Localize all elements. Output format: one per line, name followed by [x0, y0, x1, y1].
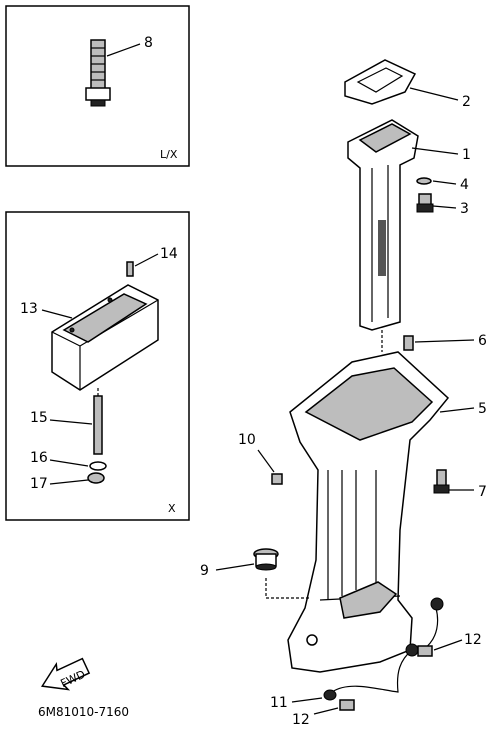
part-8-grease-nipple [85, 39, 111, 107]
callout-16: 16 [30, 450, 48, 466]
part-code: 6M81010-7160 [38, 705, 129, 719]
part-15-stud-bolt [93, 395, 103, 455]
inset-box-x: 14 13 15 16 17 X [5, 211, 190, 521]
inset-box-lx: 8 L/X [5, 5, 190, 167]
part-1-exhaust-guide [347, 119, 419, 331]
part-5-upper-casing [287, 351, 450, 673]
callout-1: 1 [462, 147, 471, 163]
callout-17: 17 [30, 476, 48, 492]
callout-6: 6 [478, 333, 487, 349]
ground-lead-wire [331, 597, 444, 693]
callout-14: 14 [160, 246, 178, 262]
callout-9: 9 [200, 563, 209, 579]
part-17-nut [87, 472, 105, 484]
part-13-upper-casing-spacer [51, 284, 159, 391]
part-3-bolt [416, 193, 434, 213]
inset-label-x: X [168, 502, 176, 515]
part-16-washer [89, 461, 107, 471]
callout-2: 2 [462, 94, 471, 110]
part-14-dowel-pin [126, 261, 134, 277]
callout-15: 15 [30, 410, 48, 426]
part-6-dowel [403, 335, 414, 351]
callout-4: 4 [460, 177, 469, 193]
callout-3: 3 [460, 201, 469, 217]
fwd-arrow-icon: FWD [40, 657, 91, 691]
part-2-gasket [344, 59, 417, 105]
part-4-washer [416, 177, 432, 185]
part-7-bolt [433, 469, 450, 494]
callout-12-upper: 12 [464, 632, 482, 648]
callout-11: 11 [270, 695, 288, 711]
part-9-grommet [253, 548, 279, 571]
callout-10: 10 [238, 432, 256, 448]
part-12-bolt-upper [417, 645, 433, 657]
callout-13: 13 [20, 301, 38, 317]
callout-7: 7 [478, 484, 487, 500]
part-12-bolt-lower [339, 699, 355, 711]
callout-8: 8 [144, 35, 153, 51]
part-10-plug [271, 473, 283, 485]
callout-5: 5 [478, 401, 487, 417]
inset-label-lx: L/X [160, 148, 178, 161]
callout-12-lower: 12 [292, 712, 310, 728]
part-11-terminal [323, 689, 337, 701]
